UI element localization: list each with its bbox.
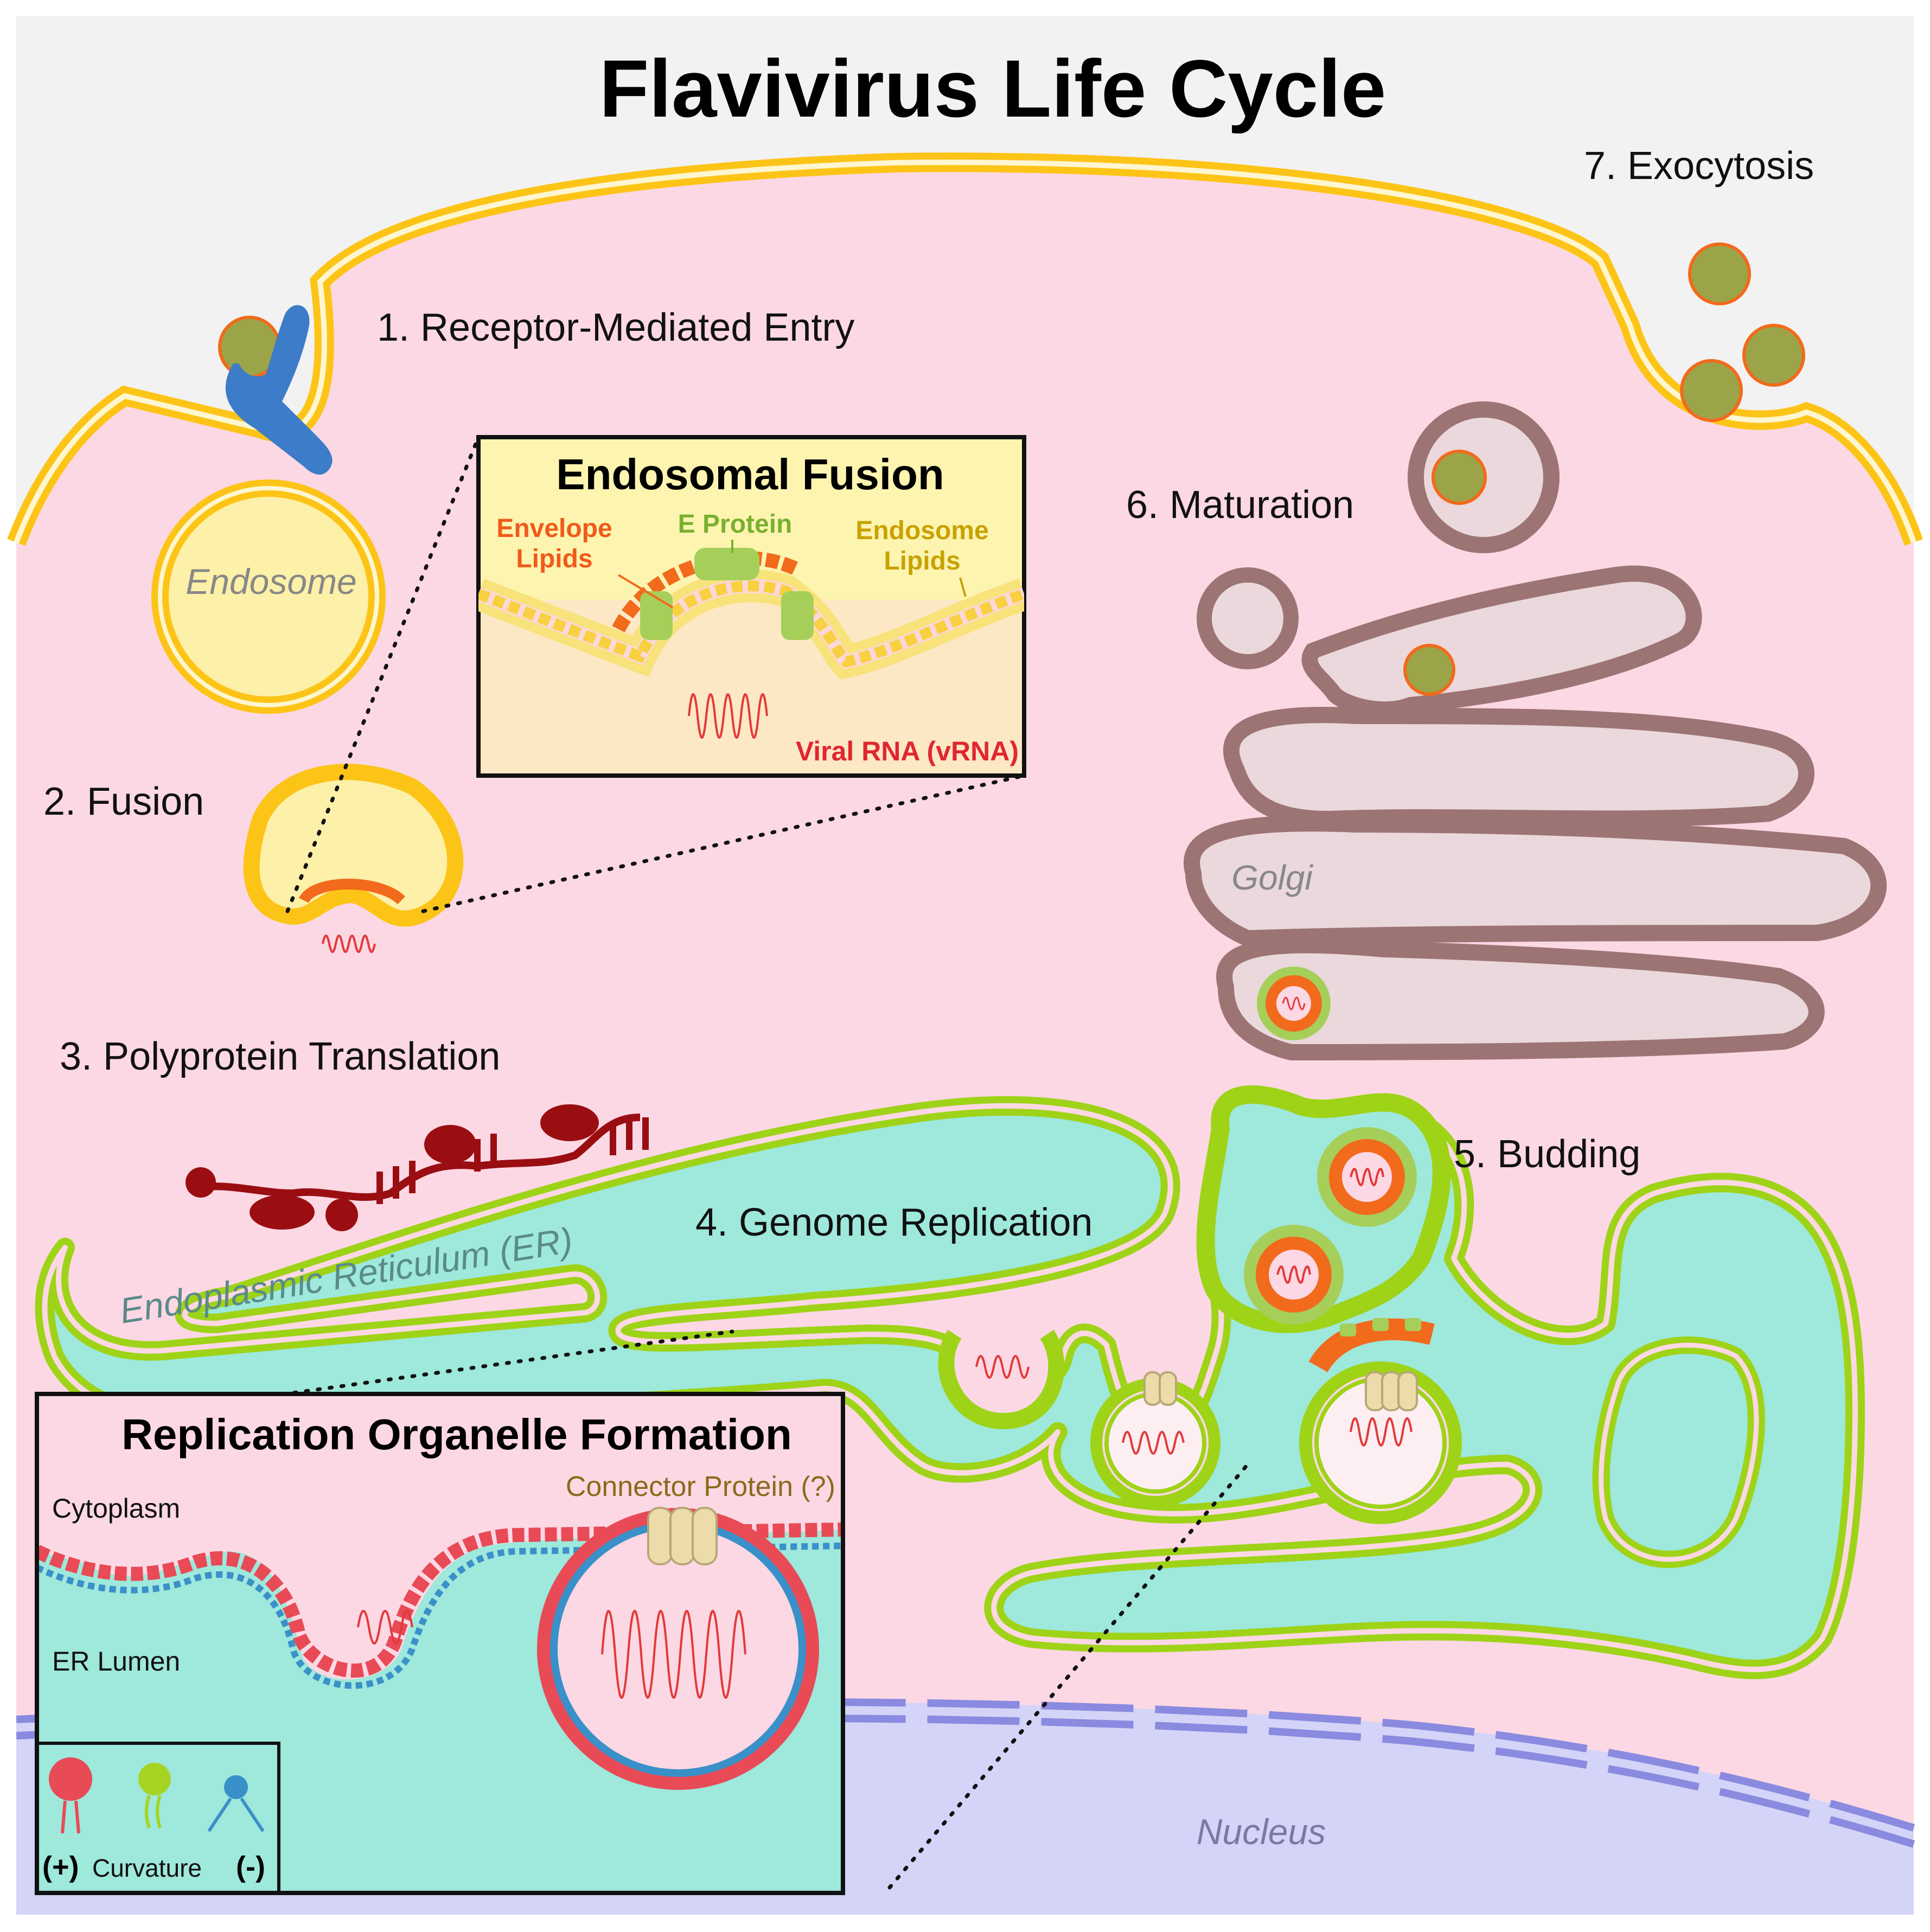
step-1-label: 1. Receptor-Mediated Entry bbox=[377, 306, 854, 349]
fusion-inset-title: Endosomal Fusion bbox=[556, 450, 944, 498]
label-endosome-lipids-line2: Lipids bbox=[884, 547, 960, 575]
step-7-label: 7. Exocytosis bbox=[1584, 144, 1814, 188]
label-connector-protein: Connector Protein (?) bbox=[566, 1471, 835, 1502]
label-er-lumen: ER Lumen bbox=[52, 1646, 180, 1677]
replication-organelle-inset: Replication Organelle Formation Cytoplas… bbox=[35, 1392, 845, 1895]
legend-red-lipid-icon bbox=[49, 1757, 92, 1801]
er-vrna-squiggles bbox=[975, 1355, 1413, 1455]
label-envelope-lipids-line2: Lipids bbox=[516, 545, 592, 573]
endosomal-fusion-inset: Endosomal Fusion Envelope Lipids E Prote… bbox=[476, 435, 1026, 778]
step-2-label: 2. Fusion bbox=[43, 780, 204, 823]
budding-virion bbox=[1317, 1127, 1417, 1227]
inset-connector-lines bbox=[245, 435, 1250, 1890]
legend-curvature: Curvature bbox=[92, 1854, 202, 1882]
step-6-label: 6. Maturation bbox=[1126, 483, 1354, 527]
label-viral-rna: Viral RNA (vRNA) bbox=[796, 736, 1019, 766]
page-title: Flavivirus Life Cycle bbox=[599, 43, 1386, 134]
legend-blue-lipid-icon bbox=[224, 1775, 248, 1799]
label-endosome-lipids-line1: Endosome bbox=[855, 516, 988, 545]
organelle-nucleus-label: Nucleus bbox=[1197, 1812, 1326, 1852]
budding-virion bbox=[1244, 1225, 1344, 1325]
polyprotein bbox=[186, 1104, 649, 1231]
step-3-label: 3. Polyprotein Translation bbox=[60, 1035, 500, 1078]
endosome bbox=[151, 479, 386, 714]
connector-protein-main bbox=[1143, 1371, 1418, 1411]
label-envelope-lipids-line1: Envelope bbox=[496, 514, 612, 543]
golgi bbox=[1184, 401, 1887, 1061]
curvature-legend bbox=[35, 1742, 280, 1895]
ro-inset-title: Replication Organelle Formation bbox=[122, 1410, 792, 1458]
label-e-protein: E Protein bbox=[678, 510, 793, 539]
organelle-golgi-label: Golgi bbox=[1231, 858, 1313, 897]
label-cytoplasm: Cytoplasm bbox=[52, 1493, 180, 1524]
step-4-label: 4. Genome Replication bbox=[695, 1201, 1092, 1244]
organelle-endosome-label: Endosome bbox=[186, 561, 357, 602]
receptor bbox=[225, 305, 333, 475]
legend-green-lipid-icon bbox=[138, 1763, 171, 1795]
golgi-immature-virion bbox=[1257, 967, 1331, 1040]
step-5-label: 5. Budding bbox=[1454, 1133, 1640, 1176]
fusion-vesicle bbox=[243, 764, 464, 953]
legend-plus: (+) bbox=[42, 1851, 79, 1883]
legend-minus: (-) bbox=[236, 1851, 265, 1883]
